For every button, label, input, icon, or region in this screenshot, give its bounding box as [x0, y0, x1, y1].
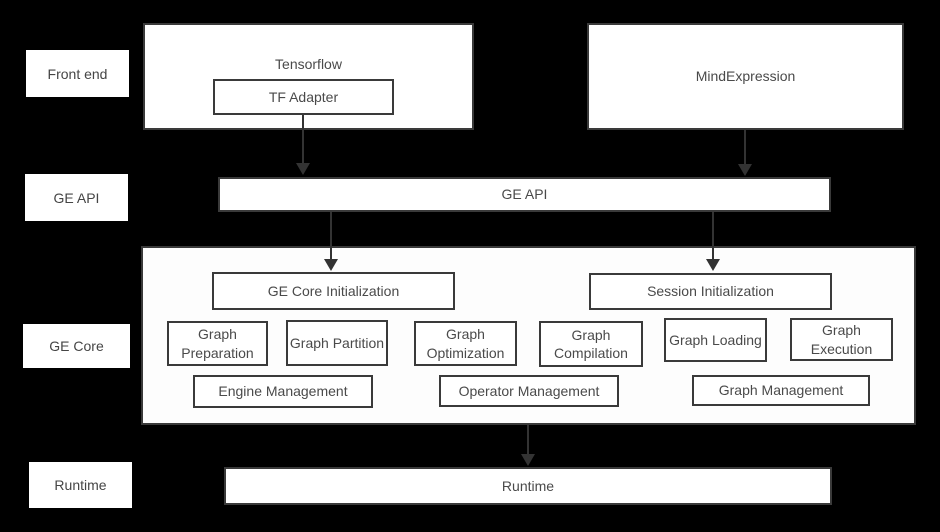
engine-management-box: Engine Management	[193, 375, 373, 408]
graph-management-box: Graph Management	[692, 375, 870, 406]
graph-execution-box: Graph Execution	[790, 318, 893, 361]
graph-loading-box: Graph Loading	[664, 318, 767, 362]
graph-optimization-box: Graph Optimization	[414, 321, 517, 366]
runtime-box: Runtime	[224, 467, 832, 505]
operator-management-box: Operator Management	[439, 375, 619, 407]
row-label-front-end: Front end	[26, 50, 129, 97]
arrow-mindexpression-to-ge-api-icon	[738, 130, 752, 176]
tensorflow-label: Tensorflow	[275, 56, 342, 72]
row-label-runtime: Runtime	[29, 462, 132, 508]
row-label-ge-api: GE API	[25, 174, 128, 221]
ge-api-box: GE API	[218, 177, 831, 212]
session-initialization-box: Session Initialization	[589, 273, 832, 310]
row-label-ge-core: GE Core	[23, 324, 130, 368]
arrow-tf-adapter-to-ge-api-icon	[296, 115, 310, 175]
arrow-ge-core-to-runtime-icon	[521, 425, 535, 466]
graph-preparation-box: Graph Preparation	[167, 321, 268, 366]
mindexpression-box: MindExpression	[587, 23, 904, 130]
tf-adapter-box: TF Adapter	[213, 79, 394, 115]
graph-partition-box: Graph Partition	[286, 320, 388, 366]
arrow-ge-api-to-session-init-icon	[706, 212, 720, 271]
graph-compilation-box: Graph Compilation	[539, 321, 643, 367]
arrow-ge-api-to-ge-core-init-icon	[324, 212, 338, 271]
ge-core-initialization-box: GE Core Initialization	[212, 272, 455, 310]
